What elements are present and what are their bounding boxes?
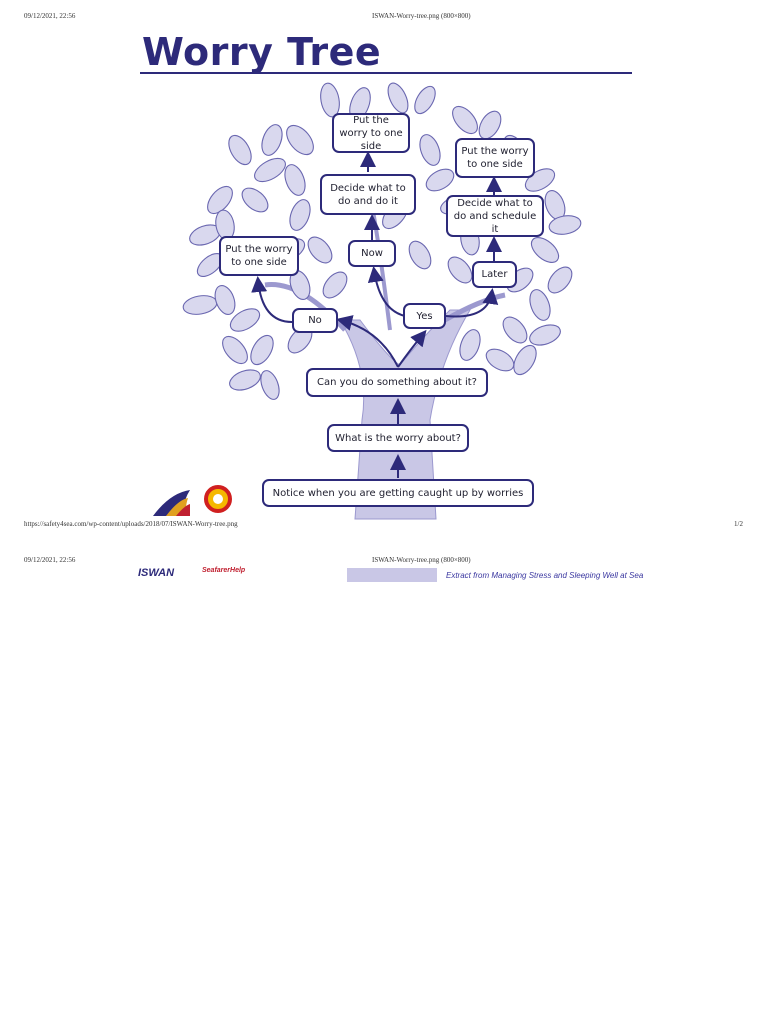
print-doc-title-p2: ISWAN-Worry-tree.png (800×800) [372,556,471,564]
extract-credit: Extract from Managing Stress and Sleepin… [446,571,644,580]
node-put-left: Put the worry to one side [219,236,299,276]
print-datetime: 09/12/2021, 22:56 [24,12,76,20]
node-yes: Yes [403,303,446,329]
diagram-title: Worry Tree [142,30,382,74]
arrow-yes-to-later [445,288,499,318]
seafarerhelp-wordmark: SeafarerHelp [202,567,246,574]
flow-arrows [251,151,502,478]
trunk-base-strip [347,568,437,582]
node-no: No [292,308,338,333]
node-notice: Notice when you are getting caught up by… [262,479,534,507]
print-datetime-p2: 09/12/2021, 22:56 [24,556,76,564]
node-later: Later [472,261,517,288]
arrow-yes-to-now [367,266,406,317]
print-doc-title: ISWAN-Worry-tree.png (800×800) [372,12,471,20]
node-now: Now [348,240,396,267]
arrow-cando-to-no [336,315,399,368]
print-page-number: 1/2 [734,520,743,528]
node-decide-later: Decide what to do and schedule it [446,195,544,237]
iswan-wordmark: ISWAN [138,567,175,579]
title-underline [140,72,632,74]
node-decide-now: Decide what to do and do it [320,174,416,215]
arrow-no-to-put-left [251,276,293,323]
arrow-cando-to-yes [397,329,427,368]
print-url: https://safety4sea.com/wp-content/upload… [24,520,238,528]
node-put-right: Put the worry to one side [455,138,535,178]
node-put-mid: Put the worry to one side [332,113,410,153]
iswan-logo [153,490,190,516]
node-can-do: Can you do something about it? [306,368,488,397]
node-what: What is the worry about? [327,424,469,452]
seafarerhelp-logo [204,485,232,513]
